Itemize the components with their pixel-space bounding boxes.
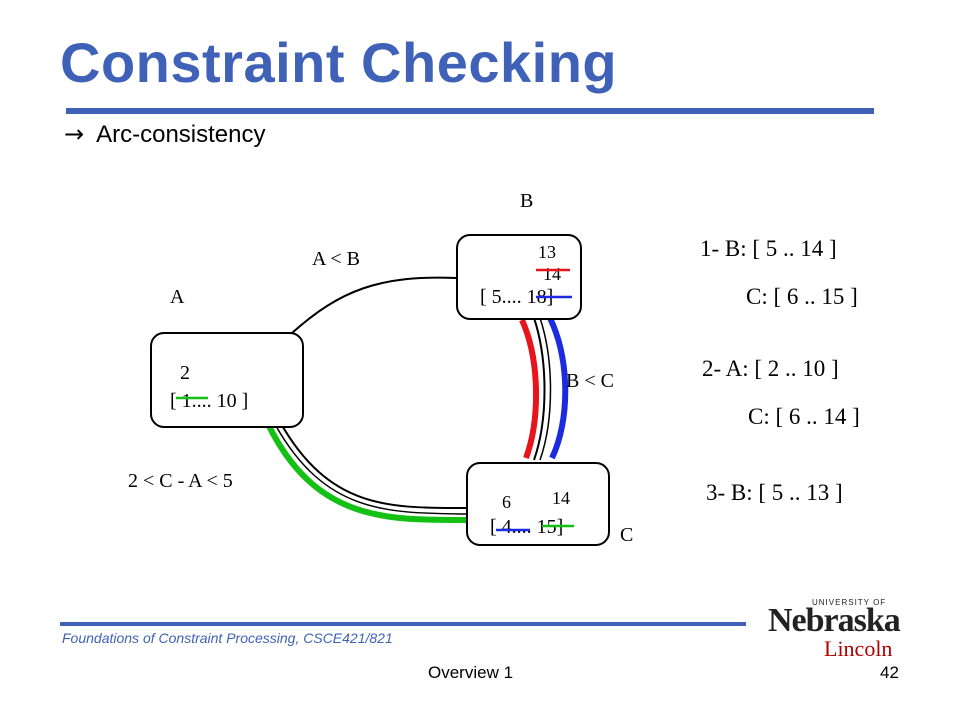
node-c-label: C — [620, 524, 634, 546]
edge-label-a-c: 2 < C - A < 5 — [128, 470, 233, 492]
slide-title: Constraint Checking — [60, 31, 618, 94]
node-c-mark-right: 14 — [552, 488, 570, 508]
arc-b-c-red — [519, 318, 540, 460]
arrow-icon: → — [64, 120, 85, 148]
footer-center-label: Overview 1 — [428, 663, 514, 682]
edge-label-a-b: A < B — [312, 248, 360, 270]
edge-b-c-inner — [539, 317, 552, 461]
step-1-line-1: 1- B: [ 5 .. 14 ] — [700, 236, 837, 261]
node-a-label: A — [170, 286, 185, 308]
subtitle: → Arc-consistency — [64, 120, 266, 149]
edge-a-b — [291, 276, 457, 334]
step-2-line-1: 2- A: [ 2 .. 10 ] — [702, 356, 839, 381]
footer-course: Foundations of Constraint Processing, CS… — [62, 630, 393, 646]
node-c-domain: [ 4.... 15] — [490, 516, 564, 538]
node-b-mark-top: 13 — [538, 242, 556, 262]
node-c-box — [466, 462, 610, 546]
edge-a-c — [279, 421, 469, 510]
nebraska-logo: UNIVERSITY OF Nebraska Lincoln — [768, 598, 908, 661]
node-c-mark-left: 6 — [502, 492, 511, 512]
title-underline — [66, 108, 874, 114]
step-1-line-2: C: [ 6 .. 15 ] — [746, 284, 858, 309]
subtitle-text: Arc-consistency — [96, 121, 266, 148]
node-b-domain: [ 5.... 18] — [480, 286, 554, 308]
edge-label-b-c: B < C — [566, 370, 614, 392]
logo-university-of: UNIVERSITY OF — [812, 598, 887, 607]
logo-nebraska: Nebraska — [768, 602, 901, 639]
node-a-mark: 2 — [180, 362, 190, 384]
node-b-label: B — [520, 190, 534, 212]
node-a-box — [150, 332, 304, 428]
node-b-box — [456, 234, 582, 320]
node-a-domain: [ 1.... 10 ] — [170, 390, 249, 412]
arc-a-c-green — [265, 422, 467, 524]
logo-lincoln: Lincoln — [824, 636, 893, 661]
edge-b-c — [533, 317, 546, 461]
page-number: 42 — [880, 663, 899, 682]
step-3-line-1: 3- B: [ 5 .. 13 ] — [706, 480, 843, 505]
edge-a-c-inner — [275, 425, 467, 515]
footer-rule — [60, 622, 746, 626]
step-2-line-2: C: [ 6 .. 14 ] — [748, 404, 860, 429]
arc-b-c-blue — [547, 316, 569, 460]
